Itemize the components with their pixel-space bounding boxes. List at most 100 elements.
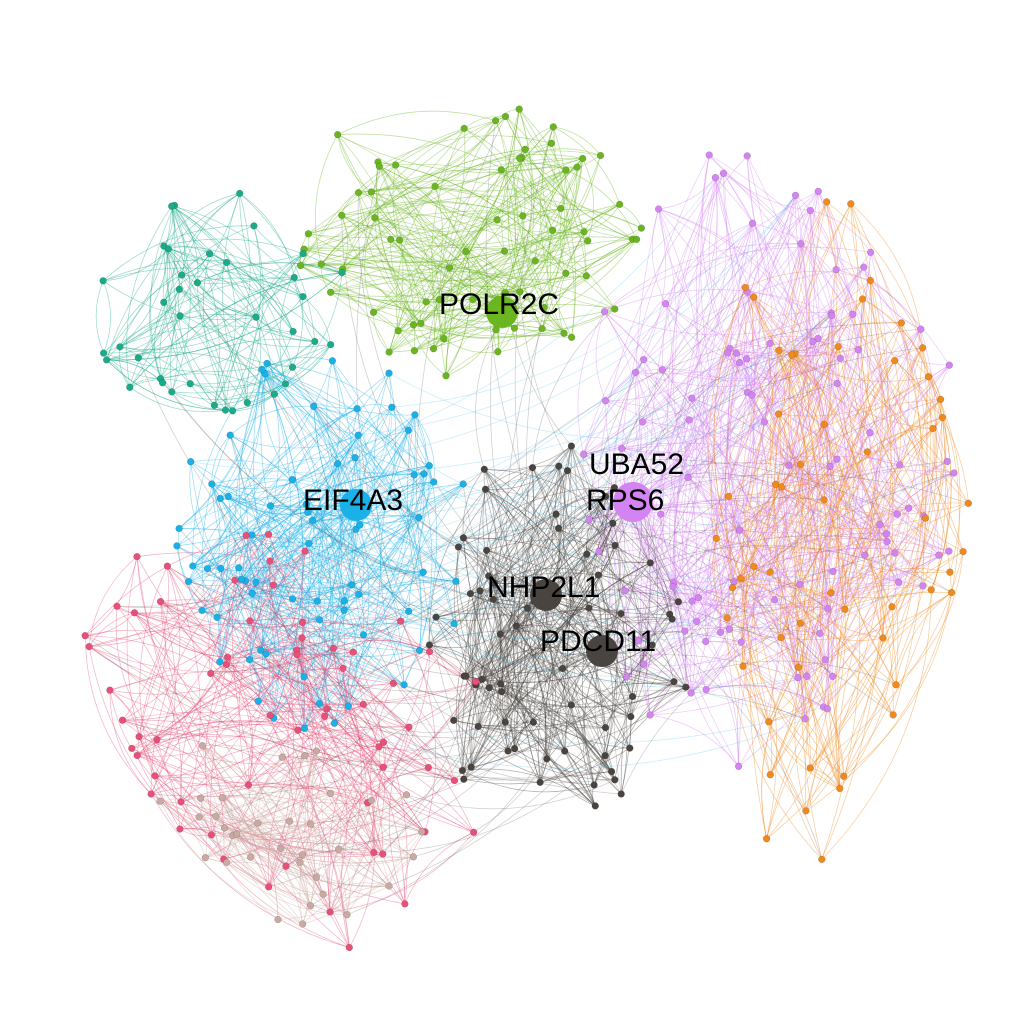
interaction-edge <box>541 239 637 329</box>
interaction-edge <box>672 586 695 694</box>
interaction-edge <box>289 820 414 859</box>
protein-node <box>515 105 523 113</box>
protein-node <box>320 712 329 720</box>
interaction-edge <box>469 575 490 686</box>
interaction-edge <box>216 579 242 618</box>
interaction-edge <box>303 120 496 250</box>
interaction-edge <box>354 457 455 624</box>
interaction-edge <box>373 169 502 313</box>
interaction-edge <box>624 590 640 641</box>
interaction-edge <box>266 363 409 431</box>
interaction-edge <box>485 488 590 609</box>
interaction-edge <box>513 625 534 723</box>
interaction-edge <box>300 265 565 338</box>
interaction-edge <box>358 192 616 310</box>
interaction-edge <box>420 323 543 339</box>
interaction-edge <box>347 517 419 707</box>
protein-node <box>242 531 250 540</box>
interaction-edge <box>232 344 331 412</box>
interaction-edge <box>500 683 541 783</box>
protein-node <box>646 559 655 567</box>
protein-node <box>244 781 253 789</box>
interaction-edge <box>119 346 191 384</box>
interaction-edge <box>720 606 828 633</box>
protein-node <box>531 257 539 265</box>
protein-node <box>658 366 666 374</box>
protein-node <box>317 260 325 268</box>
protein-node <box>826 462 834 470</box>
interaction-edge <box>632 348 731 503</box>
interaction-edge <box>501 169 567 313</box>
interaction-edge <box>870 252 910 466</box>
protein-node <box>640 355 648 364</box>
protein-node <box>198 742 207 750</box>
interaction-edge <box>266 363 424 475</box>
interaction-edge <box>138 736 269 888</box>
interaction-edge <box>930 428 949 590</box>
interaction-edge <box>292 481 434 600</box>
protein-node <box>175 524 183 533</box>
interaction-edge <box>505 292 565 334</box>
protein-node <box>319 890 327 898</box>
interaction-edge <box>355 504 455 624</box>
interaction-edge <box>211 483 310 544</box>
interaction-edge <box>462 650 603 771</box>
interaction-edge <box>251 592 305 677</box>
interaction-edge <box>542 594 596 807</box>
interaction-edge <box>621 448 834 572</box>
interaction-edge <box>302 504 357 677</box>
interaction-edge <box>769 486 806 775</box>
interaction-edge <box>420 169 567 324</box>
interaction-edge <box>489 665 675 689</box>
interaction-edge <box>363 581 457 636</box>
interaction-edge <box>928 376 952 590</box>
interaction-edge <box>740 347 923 580</box>
interaction-edge <box>614 291 748 488</box>
interaction-edge <box>342 245 536 270</box>
interaction-edge <box>429 598 494 646</box>
interaction-edge <box>475 523 614 686</box>
interaction-edge <box>297 729 384 855</box>
interaction-edge <box>643 663 808 688</box>
protein-node <box>806 206 815 215</box>
interaction-edge <box>226 262 257 318</box>
interaction-edge <box>280 847 390 887</box>
interaction-edge <box>319 551 600 625</box>
interaction-edge <box>723 172 833 316</box>
protein-node <box>248 589 256 597</box>
interaction-edge <box>280 794 407 849</box>
interaction-edge <box>626 383 838 678</box>
interaction-edge <box>338 849 390 887</box>
interaction-edge <box>296 649 328 709</box>
interaction-edge <box>306 504 457 582</box>
protein-node <box>775 346 783 354</box>
interaction-edge <box>355 529 365 595</box>
interaction-edge <box>687 477 806 719</box>
interaction-edge <box>225 534 269 665</box>
protein-node <box>601 492 610 501</box>
interaction-edge <box>312 520 424 573</box>
interaction-edge <box>304 571 424 729</box>
interaction-edge <box>768 350 812 722</box>
interaction-edge <box>102 267 303 297</box>
protein-node <box>160 298 168 306</box>
interaction-edge <box>494 582 653 646</box>
interaction-edge <box>732 296 774 588</box>
interaction-edge <box>241 362 740 580</box>
interaction-edge <box>159 289 180 383</box>
interaction-edge <box>434 186 572 338</box>
interaction-edge <box>302 621 476 682</box>
interaction-edge <box>796 360 895 668</box>
interaction-edge <box>775 484 897 686</box>
interaction-edge <box>208 535 247 674</box>
protein-node <box>470 828 478 836</box>
interaction-edge <box>198 816 390 887</box>
protein-node <box>196 794 205 802</box>
interaction-edge <box>200 798 279 920</box>
interaction-edge <box>326 708 384 855</box>
interaction-edge <box>726 617 782 638</box>
interaction-edge <box>684 630 739 767</box>
interaction-edge <box>830 312 950 366</box>
interaction-edge <box>860 298 926 519</box>
interaction-edge <box>632 173 728 503</box>
